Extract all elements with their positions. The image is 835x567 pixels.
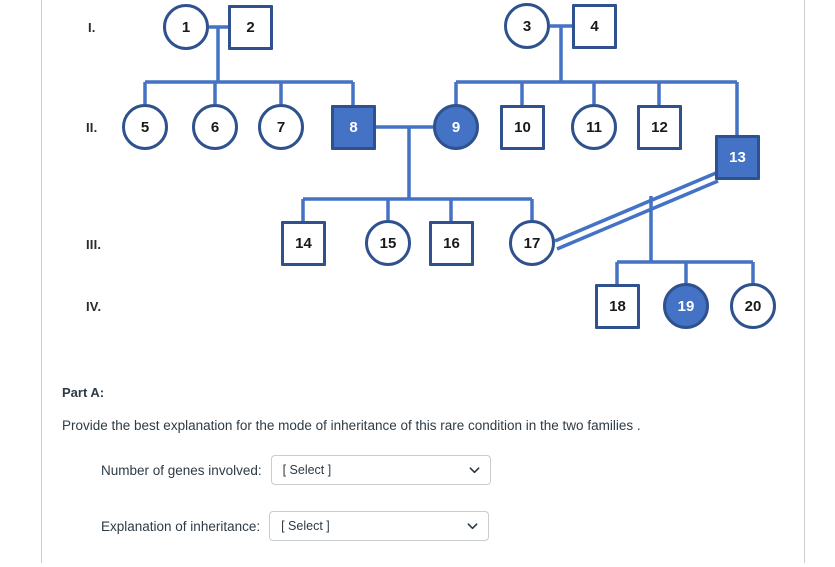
consanguineous-mating-line-17-13-upper xyxy=(554,171,717,243)
chevron-down-icon xyxy=(467,523,478,530)
pedigree-connector-lines xyxy=(143,24,755,284)
individual-9[interactable]: 9 xyxy=(433,104,479,150)
explanation-of-inheritance-select-value: [ Select ] xyxy=(281,519,330,533)
explanation-of-inheritance-select[interactable]: [ Select ] xyxy=(269,511,490,541)
chevron-down-icon xyxy=(469,467,480,474)
individual-15[interactable]: 15 xyxy=(365,220,411,266)
individual-4[interactable]: 4 xyxy=(572,4,617,49)
generation-label-I: I. xyxy=(88,20,96,35)
individual-8[interactable]: 8 xyxy=(331,105,376,150)
number-of-genes-select-value: [ Select ] xyxy=(282,463,332,477)
individual-20[interactable]: 20 xyxy=(730,283,776,329)
individual-14[interactable]: 14 xyxy=(281,221,326,266)
explanation-of-inheritance-label: Explanation of inheritance: xyxy=(101,518,261,534)
individual-13[interactable]: 13 xyxy=(715,135,760,180)
generation-label-II: II. xyxy=(86,120,98,135)
consanguineous-mating-line-17-13-lower xyxy=(556,179,719,251)
individual-11[interactable]: 11 xyxy=(571,104,617,150)
individual-1[interactable]: 1 xyxy=(163,4,209,50)
individual-2[interactable]: 2 xyxy=(228,5,273,50)
individual-7[interactable]: 7 xyxy=(258,104,304,150)
individual-6[interactable]: 6 xyxy=(192,104,238,150)
individual-17[interactable]: 17 xyxy=(509,220,555,266)
individual-12[interactable]: 12 xyxy=(637,105,682,150)
individual-5[interactable]: 5 xyxy=(122,104,168,150)
generation-label-III: III. xyxy=(86,237,102,252)
field-row-number-of-genes: Number of genes involved: [ Select ] xyxy=(101,455,782,485)
number-of-genes-select[interactable]: [ Select ] xyxy=(270,455,491,485)
individual-16[interactable]: 16 xyxy=(429,221,474,266)
individual-10[interactable]: 10 xyxy=(500,105,545,150)
question-prompt: Provide the best explanation for the mod… xyxy=(62,418,641,433)
question-area: Part A: Provide the best explanation for… xyxy=(62,385,782,567)
field-row-explanation-of-inheritance: Explanation of inheritance: [ Select ] xyxy=(101,511,782,541)
number-of-genes-label: Number of genes involved: xyxy=(101,462,262,478)
individual-3[interactable]: 3 xyxy=(504,3,550,49)
part-a-title: Part A: xyxy=(62,385,105,400)
generation-label-IV: IV. xyxy=(86,299,102,314)
pedigree-chart: I. II. III. IV. 1 2 3 4 5 6 7 8 9 10 11 … xyxy=(86,3,776,329)
individual-19[interactable]: 19 xyxy=(663,283,709,329)
individual-18[interactable]: 18 xyxy=(595,284,640,329)
